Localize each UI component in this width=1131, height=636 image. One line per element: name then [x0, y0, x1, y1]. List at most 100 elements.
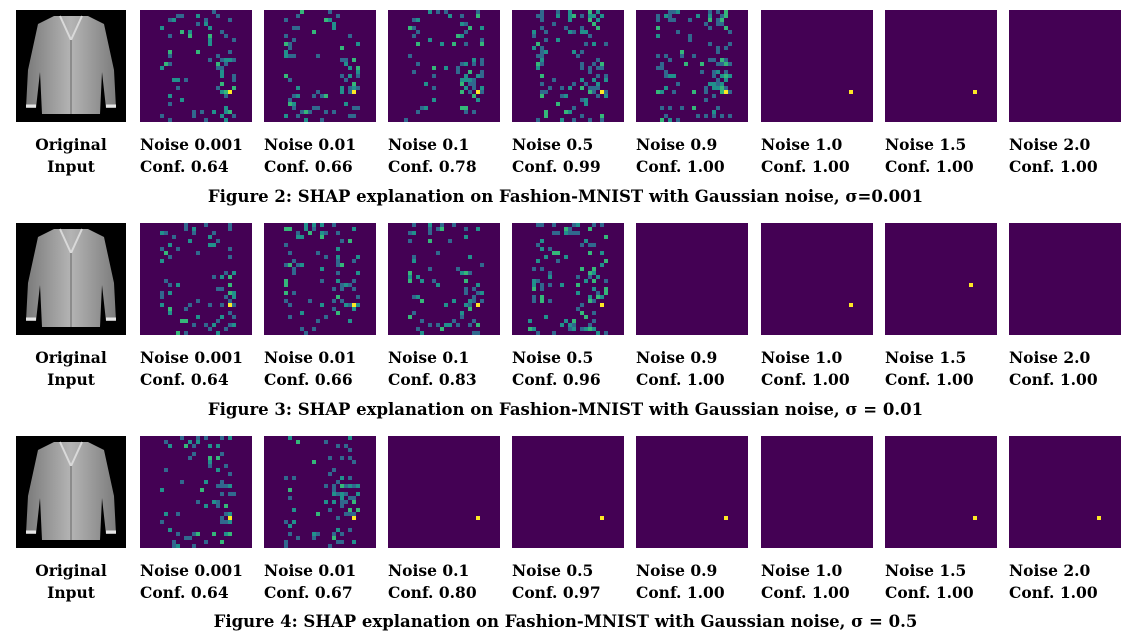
heatmap-canvas: [264, 436, 376, 548]
heatmap-canvas: [388, 436, 500, 548]
heatmap-canvas: [636, 436, 748, 548]
shap-heatmap: [264, 436, 376, 548]
original-label-line2: Input: [47, 370, 95, 389]
conf-label: Conf. 0.67: [264, 583, 353, 602]
noise-label: Noise 1.5: [885, 135, 967, 154]
shap-heatmap: [140, 10, 252, 122]
heatmap-canvas: [264, 223, 376, 335]
noise-label: Noise 2.0: [1009, 135, 1091, 154]
noise-label: Noise 1.5: [885, 348, 967, 367]
conf-label: Conf. 0.80: [388, 583, 477, 602]
shap-heatmap: [761, 10, 873, 122]
heatmap-canvas: [885, 436, 997, 548]
heatmap-canvas: [885, 223, 997, 335]
noise-label: Noise 0.01: [264, 135, 357, 154]
shap-heatmap: [1009, 223, 1121, 335]
noise-label: Noise 0.9: [636, 135, 718, 154]
noise-label: Noise 0.5: [512, 561, 594, 580]
noise-label: Noise 0.5: [512, 348, 594, 367]
conf-label: Conf. 1.00: [1009, 583, 1098, 602]
original-input-image: [16, 223, 126, 335]
shap-heatmap: [264, 10, 376, 122]
shap-heatmap: [1009, 436, 1121, 548]
original-input-image: [16, 436, 126, 548]
shap-heatmap: [636, 436, 748, 548]
noise-label: Noise 2.0: [1009, 561, 1091, 580]
noise-label: Noise 2.0: [1009, 348, 1091, 367]
original-input-image: [16, 10, 126, 122]
heatmap-canvas: [761, 223, 873, 335]
noise-label: Noise 0.9: [636, 348, 718, 367]
original-label: Original Input: [16, 560, 126, 604]
shap-heatmap: [636, 223, 748, 335]
conf-label: Conf. 0.96: [512, 370, 601, 389]
noise-label: Noise 0.1: [388, 348, 470, 367]
heatmap-canvas: [1009, 10, 1121, 122]
noise-label: Noise 0.01: [264, 348, 357, 367]
original-label-line2: Input: [47, 157, 95, 176]
conf-label: Conf. 1.00: [1009, 370, 1098, 389]
heatmap-canvas: [885, 10, 997, 122]
heatmap-canvas: [1009, 223, 1121, 335]
noise-label: Noise 0.5: [512, 135, 594, 154]
shap-heatmap: [140, 436, 252, 548]
heatmap-canvas: [388, 223, 500, 335]
conf-label: Conf. 1.00: [885, 157, 974, 176]
heatmap-canvas: [140, 436, 252, 548]
heatmap-canvas: [761, 436, 873, 548]
noise-label: Noise 1.0: [761, 135, 843, 154]
original-label: Original Input: [16, 347, 126, 391]
conf-label: Conf. 0.99: [512, 157, 601, 176]
figure-caption: Figure 3: SHAP explanation on Fashion-MN…: [207, 400, 924, 419]
noise-label: Noise 0.001: [140, 348, 243, 367]
shap-heatmap: [885, 223, 997, 335]
noise-label: Noise 0.001: [140, 135, 243, 154]
conf-label: Conf. 1.00: [1009, 157, 1098, 176]
heatmap-canvas: [636, 10, 748, 122]
conf-label: Conf. 0.64: [140, 370, 229, 389]
shap-heatmap: [885, 10, 997, 122]
shap-heatmap: [885, 436, 997, 548]
garment-thumbnail: [16, 436, 126, 548]
shap-heatmap: [264, 223, 376, 335]
conf-label: Conf. 1.00: [761, 583, 850, 602]
noise-label: Noise 0.01: [264, 561, 357, 580]
heatmap-canvas: [264, 10, 376, 122]
shap-heatmap: [761, 223, 873, 335]
conf-label: Conf. 0.66: [264, 157, 353, 176]
heatmap-canvas: [388, 10, 500, 122]
conf-label: Conf. 1.00: [636, 370, 725, 389]
heatmap-canvas: [761, 10, 873, 122]
noise-label: Noise 0.9: [636, 561, 718, 580]
original-label-line1: Original: [35, 348, 107, 367]
conf-label: Conf. 1.00: [761, 370, 850, 389]
conf-label: Conf. 0.66: [264, 370, 353, 389]
conf-label: Conf. 1.00: [885, 583, 974, 602]
noise-label: Noise 0.001: [140, 561, 243, 580]
shap-heatmap: [512, 10, 624, 122]
conf-label: Conf. 1.00: [636, 157, 725, 176]
noise-label: Noise 1.0: [761, 561, 843, 580]
conf-label: Conf. 1.00: [885, 370, 974, 389]
heatmap-canvas: [140, 10, 252, 122]
heatmap-canvas: [1009, 436, 1121, 548]
heatmap-canvas: [512, 436, 624, 548]
conf-label: Conf. 1.00: [636, 583, 725, 602]
shap-heatmap: [512, 436, 624, 548]
original-label: Original Input: [16, 134, 126, 178]
figure-caption: Figure 4: SHAP explanation on Fashion-MN…: [213, 612, 918, 631]
